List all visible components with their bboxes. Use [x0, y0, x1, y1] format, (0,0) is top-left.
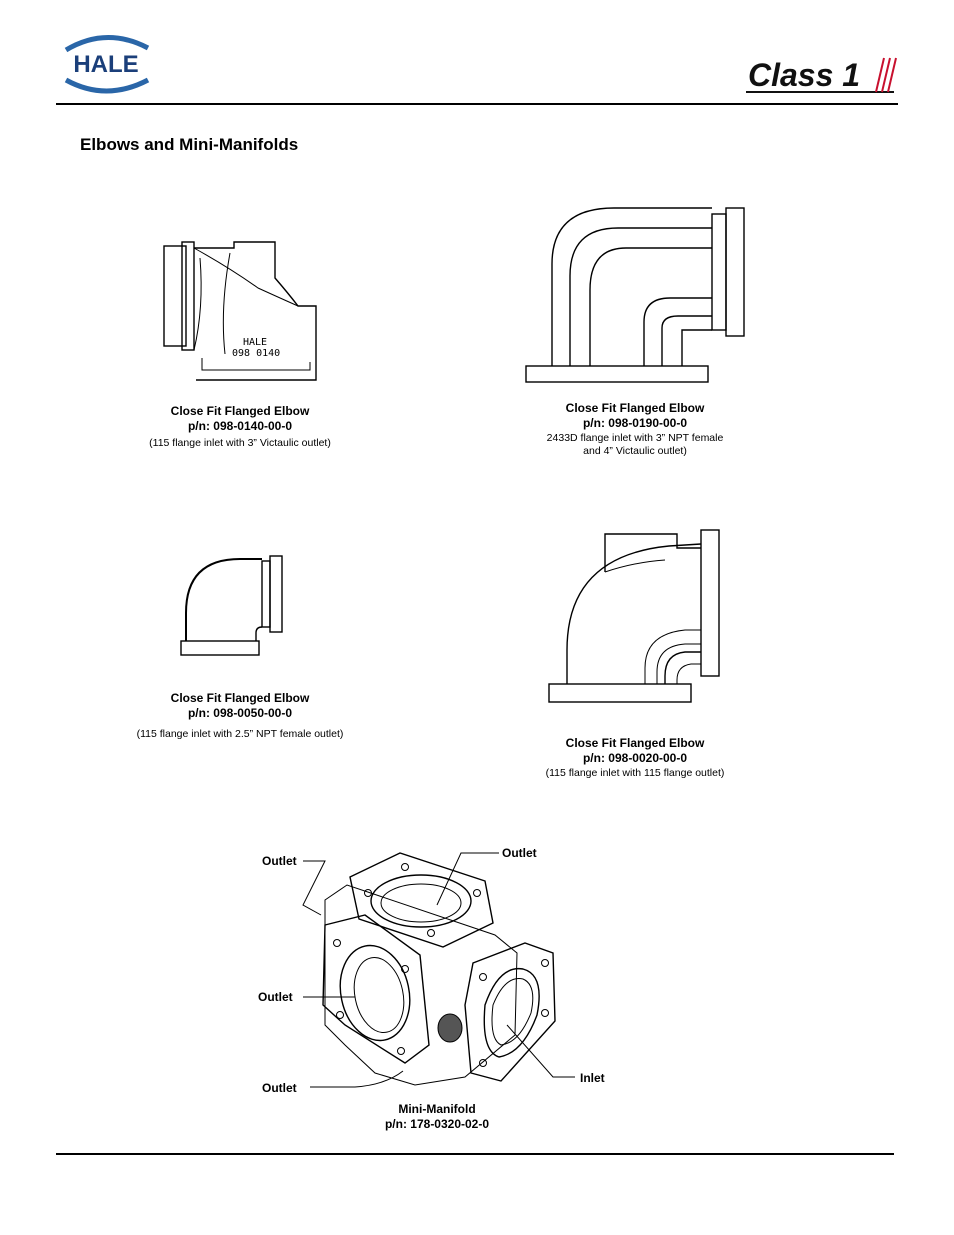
hale-logo-text: HALE: [73, 51, 138, 78]
caption-mini-manifold: Mini-Manifold p/n: 178-0320-02-0: [337, 1102, 537, 1132]
manifold-label-inlet: Inlet: [580, 1071, 605, 1085]
mini-manifold-drawing: [302, 852, 575, 1088]
caption-098-0050-name: Close Fit Flanged Elbow: [170, 691, 310, 705]
caption-098-0190-name: Close Fit Flanged Elbow: [565, 401, 705, 415]
hale-logo-graphic: HALE: [64, 35, 150, 94]
caption-098-0050-pn: p/n: 098-0050-00-0: [187, 706, 293, 720]
footer-rule: [56, 1153, 894, 1155]
caption-098-0020-desc: (115 flange inlet with 115 flange outlet…: [545, 767, 725, 779]
page-title: Elbows and Mini-Manifolds: [80, 135, 299, 154]
elbow-098-0140-marking-1: HALE: [243, 337, 268, 348]
caption-mini-manifold-name: Mini-Manifold: [398, 1102, 476, 1116]
caption-098-0020-pn: p/n: 098-0020-00-0: [582, 751, 688, 765]
elbow-098-0020-drawing: [548, 529, 720, 703]
elbow-098-0190-drawing: [525, 207, 745, 383]
caption-098-0190: Close Fit Flanged Elbow p/n: 098-0190-00…: [500, 401, 770, 458]
manifold-label-outlet-top-right: Outlet: [502, 846, 537, 860]
class1-logo-text: Class 1: [748, 57, 860, 93]
hale-logo: HALE: [56, 32, 156, 96]
elbow-098-0050-drawing: [180, 555, 283, 656]
class1-logo-graphic: Class 1: [746, 57, 897, 93]
caption-098-0050-desc: (115 flange inlet with 2.5” NPT female o…: [136, 728, 344, 740]
caption-098-0020: Close Fit Flanged Elbow p/n: 098-0020-00…: [500, 736, 770, 781]
caption-098-0190-desc-1: 2433D flange inlet with 3” NPT female: [546, 432, 724, 444]
caption-mini-manifold-pn: p/n: 178-0320-02-0: [384, 1117, 490, 1131]
caption-098-0140-name: Close Fit Flanged Elbow: [170, 404, 310, 418]
class1-logo: Class 1: [744, 54, 900, 96]
header-rule: [56, 103, 898, 105]
caption-098-0140-pn: p/n: 098-0140-00-0: [187, 419, 293, 433]
caption-098-0140: Close Fit Flanged Elbow p/n: 098-0140-00…: [110, 404, 370, 451]
manifold-label-outlet-bottom-left: Outlet: [262, 1081, 297, 1095]
elbow-098-0140-drawing: [163, 241, 317, 381]
caption-098-0190-desc-2: and 4” Victaulic outlet): [583, 445, 687, 457]
caption-098-0050: Close Fit Flanged Elbow p/n: 098-0050-00…: [100, 691, 380, 742]
caption-098-0190-pn: p/n: 098-0190-00-0: [582, 416, 688, 430]
elbow-098-0140-marking-2: 098 0140: [232, 348, 281, 359]
caption-098-0020-name: Close Fit Flanged Elbow: [565, 736, 705, 750]
manifold-label-outlet-top-left: Outlet: [262, 854, 297, 868]
caption-098-0140-desc: (115 flange inlet with 3” Victaulic outl…: [149, 437, 331, 449]
manifold-label-outlet-mid-left: Outlet: [258, 990, 293, 1004]
